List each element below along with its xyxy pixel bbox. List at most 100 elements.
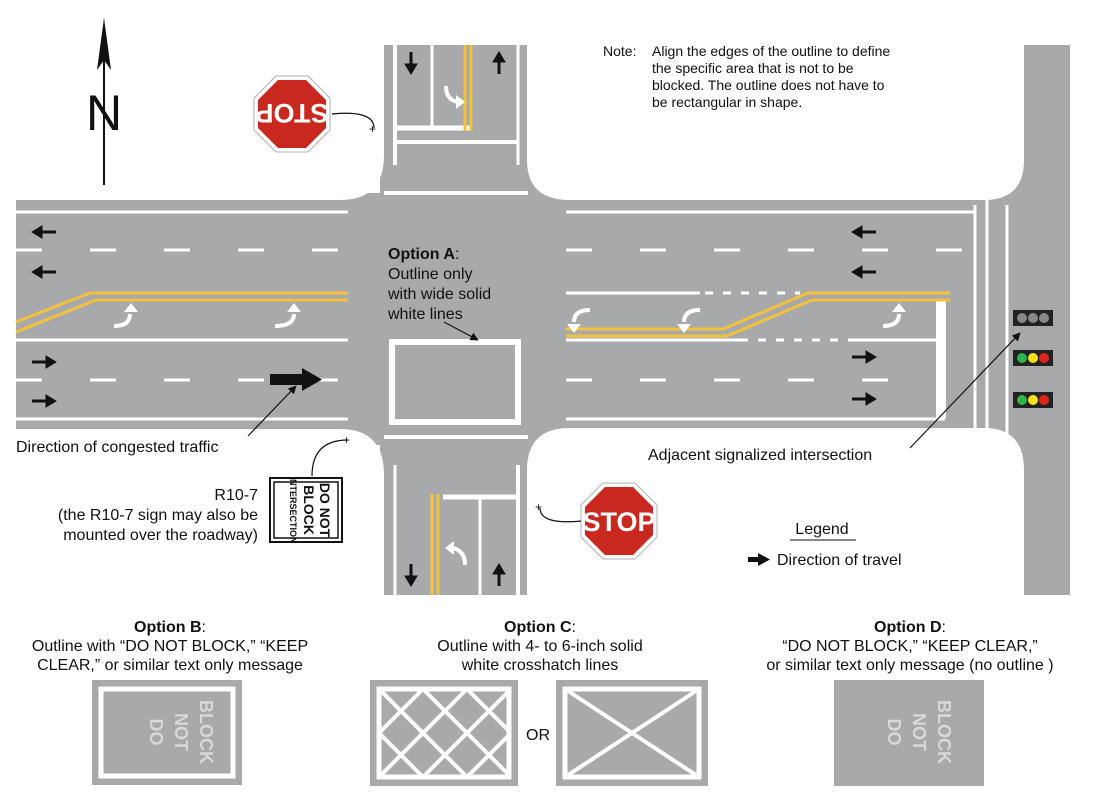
congested-leader [247, 385, 297, 437]
congested-traffic-label: Direction of congested traffic [16, 439, 218, 456]
arrow-south-1 [404, 52, 418, 75]
stop-sign-south-leader [539, 507, 582, 523]
signalized-intersection-label: Adjacent signalized intersection [648, 447, 872, 464]
note-line-1: Align the edges of the outline to define [652, 43, 890, 59]
arrow-east-3 [852, 350, 877, 364]
arrow-north-1 [492, 51, 506, 74]
option-b-title: Option B: [134, 619, 206, 636]
option-b-word-2: NOT [171, 713, 191, 751]
option-c-line-2: white crosshatch lines [461, 657, 619, 674]
turn-arrow-3 [882, 313, 901, 328]
svg-text:+: + [369, 122, 376, 136]
option-c-label: Option C: Outline with 4- to 6-inch soli… [437, 619, 642, 674]
r10-7-caption: R10-7 (the R10-7 sign may also be mounte… [58, 487, 258, 544]
svg-text:+: + [343, 433, 350, 447]
option-c-crosshatch-diamond [370, 680, 518, 786]
option-d-word-2: NOT [909, 713, 929, 751]
option-b-marking: BLOCK NOT DO [92, 680, 242, 785]
ne-corner-block [527, 44, 1024, 200]
note-prefix: Note: [603, 43, 636, 59]
yellow-markings [15, 45, 950, 595]
r10-7-label: R10-7 [214, 487, 258, 504]
option-b-word-3: DO [146, 719, 166, 746]
option-d-word-3: DO [884, 719, 904, 746]
direction-arrows [31, 51, 877, 587]
option-c-line-1: Outline with 4- to 6-inch solid [437, 638, 642, 655]
north-arrow: N [86, 18, 122, 185]
signal-head-1 [1013, 310, 1053, 326]
option-d-title: Option D: [874, 619, 946, 636]
note-block: Note: Align the edges of the outline to … [603, 43, 890, 110]
arrow-east-4 [852, 392, 877, 406]
note-line-2: the specific area that is not to be [652, 60, 854, 76]
r10-7-leader [311, 439, 349, 477]
option-c-crosshatch-x [556, 680, 708, 786]
arrow-west-1 [31, 225, 56, 239]
note-line-4: be rectangular in shape. [652, 94, 802, 110]
option-b-line-2: CLEAR,” or similar text only message [37, 657, 303, 674]
option-d-line-2: or similar text only message (no outline… [766, 657, 1053, 674]
turn-arrow-4 [572, 308, 591, 323]
option-a-outline [389, 339, 521, 425]
r10-7-caption-line-2: mounted over the roadway) [63, 527, 258, 544]
se-corner-block [527, 428, 1024, 600]
r10-7-caption-line-1: (the R10-7 sign may also be [58, 507, 258, 524]
option-a-leader [443, 321, 479, 341]
option-a-label: Option A: Outline only with wide solid w… [387, 246, 491, 323]
sw-corner-block [0, 429, 384, 600]
signal-head-3 [1013, 392, 1053, 408]
option-c-or: OR [526, 727, 550, 744]
r10-7-face-line-2: BLOCK [301, 485, 317, 535]
signalized-leader [909, 332, 1021, 449]
arrow-south-2 [404, 564, 418, 587]
north-label: N [86, 85, 122, 141]
option-b-line-1: Outline with “DO NOT BLOCK,” “KEEP [32, 638, 308, 655]
option-d-marking: BLOCK NOT DO [834, 680, 984, 786]
svg-text:+: + [535, 500, 542, 514]
option-d-word-1: BLOCK [934, 700, 954, 764]
north-cross-street [380, 45, 528, 205]
arrow-west-2 [31, 265, 56, 279]
legend: Legend Direction of travel [748, 521, 902, 569]
option-a-line-2: with wide solid [387, 286, 491, 303]
option-b-label: Option B: Outline with “DO NOT BLOCK,” “… [32, 619, 308, 674]
stop-sign-south: STOP [580, 482, 658, 560]
option-d-label: Option D: “DO NOT BLOCK,” “KEEP CLEAR,” … [766, 619, 1053, 674]
turn-arrow-5 [682, 308, 701, 323]
arrow-west-3 [851, 225, 876, 239]
arrow-west-4 [851, 265, 876, 279]
option-b-word-1: BLOCK [196, 700, 216, 764]
option-c-title: Option C: [504, 619, 576, 636]
stop-sign-north: STOP [253, 75, 331, 153]
r10-7-face-line-3: INTERSECTION [288, 476, 298, 543]
r10-7-face-line-1: DO NOT [317, 483, 333, 538]
stop-sign-north-leader [331, 112, 375, 129]
congested-traffic-arrow [270, 368, 322, 391]
option-a-line-1: Outline only [388, 266, 473, 283]
arrow-east-1 [32, 355, 57, 369]
note-line-3: blocked. The outline does not have to [652, 77, 885, 93]
turn-arrow-7 [451, 546, 467, 566]
arrow-east-2 [32, 394, 57, 408]
turn-arrow-heads [124, 95, 906, 555]
turn-arrow-2 [274, 313, 296, 328]
signal-head-2 [1013, 350, 1053, 366]
south-cross-street [380, 435, 528, 595]
stop-sign-text: STOP [255, 98, 328, 128]
main-road [16, 193, 1070, 445]
legend-arrow-icon [748, 553, 770, 566]
white-markings [16, 45, 1009, 595]
legend-title: Legend [795, 521, 848, 538]
top-margin [384, 0, 1102, 44]
option-a-line-3: white lines [387, 306, 463, 323]
arrow-north-2 [492, 563, 506, 586]
option-a-title: Option A: [388, 246, 459, 263]
turn-arrow-1 [113, 313, 132, 328]
option-d-line-1: “DO NOT BLOCK,” “KEEP CLEAR,” [782, 638, 1037, 655]
traffic-signals [1013, 310, 1053, 408]
r10-7-sign: DO NOT BLOCK INTERSECTION [269, 476, 343, 544]
stop-sign-text: STOP [582, 507, 655, 537]
right-margin [1072, 0, 1102, 610]
